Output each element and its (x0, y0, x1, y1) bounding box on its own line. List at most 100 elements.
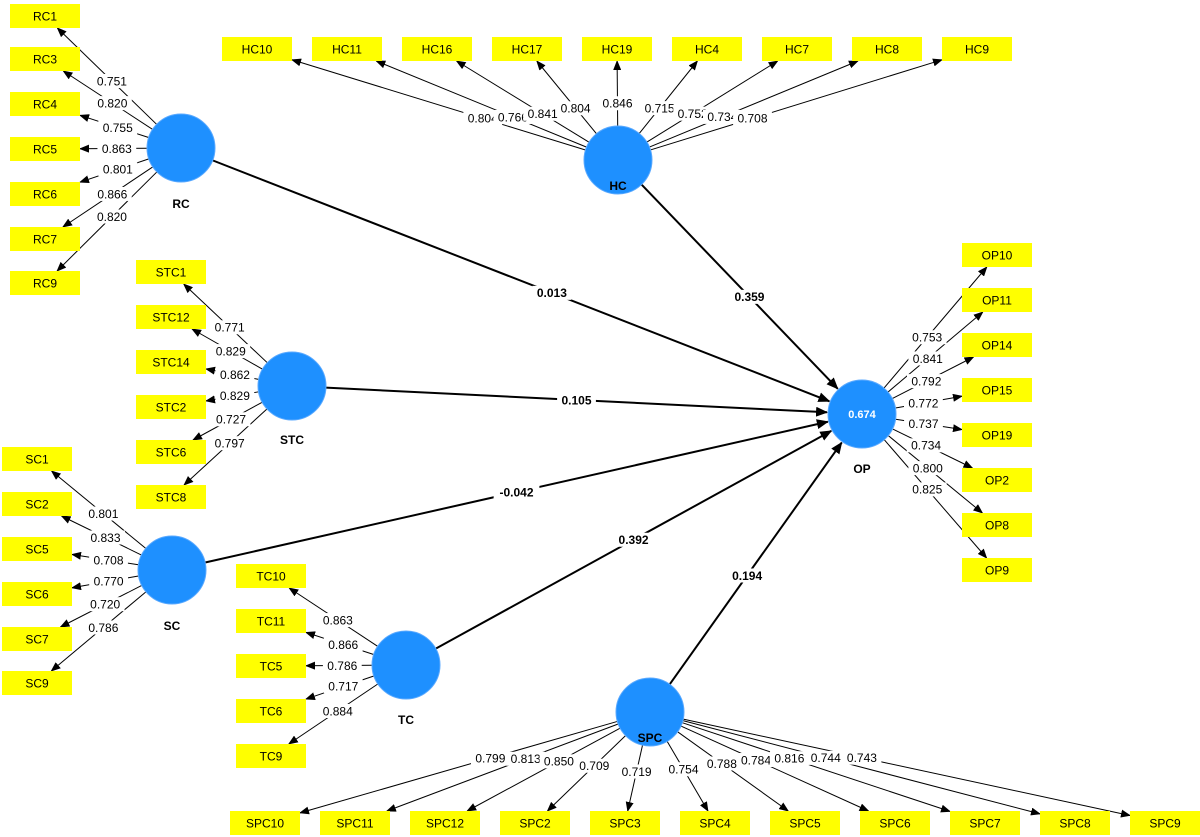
indicator-hc19[interactable]: HC19 (582, 37, 652, 61)
indicator-rc9[interactable]: RC9 (10, 271, 80, 295)
indicator-op19[interactable]: OP19 (962, 423, 1032, 447)
indicator-box[interactable] (492, 37, 562, 61)
indicator-tc9[interactable]: TC9 (236, 744, 306, 768)
indicator-box[interactable] (500, 811, 570, 835)
indicator-box[interactable] (10, 182, 80, 206)
indicator-stc8[interactable]: STC8 (136, 485, 206, 509)
indicator-box[interactable] (2, 537, 72, 561)
indicator-spc4[interactable]: SPC4 (680, 811, 750, 835)
construct-circle[interactable] (137, 535, 207, 605)
indicator-box[interactable] (136, 305, 206, 329)
indicator-hc10[interactable]: HC10 (222, 37, 292, 61)
indicator-rc6[interactable]: RC6 (10, 182, 80, 206)
indicator-spc9[interactable]: SPC9 (1130, 811, 1200, 835)
indicator-hc8[interactable]: HC8 (852, 37, 922, 61)
indicator-box[interactable] (236, 609, 306, 633)
indicator-box[interactable] (2, 582, 72, 606)
indicator-spc8[interactable]: SPC8 (1040, 811, 1110, 835)
indicator-box[interactable] (1040, 811, 1110, 835)
indicator-box[interactable] (136, 440, 206, 464)
indicator-box[interactable] (410, 811, 480, 835)
construct-circle[interactable] (257, 351, 327, 421)
indicator-hc17[interactable]: HC17 (492, 37, 562, 61)
indicator-box[interactable] (10, 47, 80, 71)
construct-circle[interactable] (827, 379, 897, 449)
indicator-box[interactable] (312, 37, 382, 61)
indicator-box[interactable] (590, 811, 660, 835)
indicator-rc7[interactable]: RC7 (10, 227, 80, 251)
indicator-box[interactable] (236, 654, 306, 678)
indicator-box[interactable] (680, 811, 750, 835)
indicator-stc6[interactable]: STC6 (136, 440, 206, 464)
indicator-sc7[interactable]: SC7 (2, 627, 72, 651)
indicator-box[interactable] (136, 350, 206, 374)
indicator-sc9[interactable]: SC9 (2, 671, 72, 695)
indicator-box[interactable] (230, 811, 300, 835)
indicator-spc10[interactable]: SPC10 (230, 811, 300, 835)
indicator-rc3[interactable]: RC3 (10, 47, 80, 71)
construct-hc[interactable]: HC (583, 125, 653, 195)
indicator-hc11[interactable]: HC11 (312, 37, 382, 61)
construct-circle[interactable] (583, 125, 653, 195)
indicator-spc7[interactable]: SPC7 (950, 811, 1020, 835)
indicator-op11[interactable]: OP11 (962, 288, 1032, 312)
indicator-box[interactable] (962, 513, 1032, 537)
indicator-spc11[interactable]: SPC11 (320, 811, 390, 835)
indicator-box[interactable] (136, 260, 206, 284)
indicator-box[interactable] (402, 37, 472, 61)
indicator-box[interactable] (860, 811, 930, 835)
indicator-box[interactable] (962, 243, 1032, 267)
indicator-rc4[interactable]: RC4 (10, 92, 80, 116)
indicator-box[interactable] (962, 288, 1032, 312)
indicator-box[interactable] (10, 227, 80, 251)
indicator-box[interactable] (962, 378, 1032, 402)
indicator-box[interactable] (2, 492, 72, 516)
indicator-box[interactable] (962, 423, 1032, 447)
indicator-tc5[interactable]: TC5 (236, 654, 306, 678)
indicator-box[interactable] (136, 485, 206, 509)
indicator-box[interactable] (672, 37, 742, 61)
indicator-box[interactable] (136, 395, 206, 419)
indicator-box[interactable] (1130, 811, 1200, 835)
indicator-box[interactable] (236, 699, 306, 723)
indicator-hc16[interactable]: HC16 (402, 37, 472, 61)
construct-spc[interactable]: SPC (615, 677, 685, 747)
indicator-box[interactable] (236, 744, 306, 768)
indicator-spc3[interactable]: SPC3 (590, 811, 660, 835)
indicator-op2[interactable]: OP2 (962, 468, 1032, 492)
indicator-spc5[interactable]: SPC5 (770, 811, 840, 835)
indicator-stc12[interactable]: STC12 (136, 305, 206, 329)
indicator-op14[interactable]: OP14 (962, 333, 1032, 357)
indicator-box[interactable] (10, 137, 80, 161)
indicator-box[interactable] (2, 447, 72, 471)
indicator-box[interactable] (10, 92, 80, 116)
indicator-box[interactable] (962, 468, 1032, 492)
construct-stc[interactable]: STC (257, 351, 327, 447)
indicator-box[interactable] (320, 811, 390, 835)
indicator-box[interactable] (950, 811, 1020, 835)
indicator-box[interactable] (582, 37, 652, 61)
indicator-stc14[interactable]: STC14 (136, 350, 206, 374)
indicator-spc12[interactable]: SPC12 (410, 811, 480, 835)
construct-rc[interactable]: RC (146, 113, 216, 211)
indicator-box[interactable] (2, 671, 72, 695)
indicator-hc4[interactable]: HC4 (672, 37, 742, 61)
construct-circle[interactable] (146, 113, 216, 183)
indicator-box[interactable] (962, 558, 1032, 582)
indicator-stc1[interactable]: STC1 (136, 260, 206, 284)
indicator-tc11[interactable]: TC11 (236, 609, 306, 633)
indicator-sc5[interactable]: SC5 (2, 537, 72, 561)
indicator-sc1[interactable]: SC1 (2, 447, 72, 471)
indicator-rc1[interactable]: RC1 (10, 4, 80, 28)
indicator-hc9[interactable]: HC9 (942, 37, 1012, 61)
construct-circle[interactable] (371, 630, 441, 700)
indicator-spc6[interactable]: SPC6 (860, 811, 930, 835)
indicator-rc5[interactable]: RC5 (10, 137, 80, 161)
indicator-op15[interactable]: OP15 (962, 378, 1032, 402)
indicator-box[interactable] (852, 37, 922, 61)
construct-circle[interactable] (615, 677, 685, 747)
indicator-tc10[interactable]: TC10 (236, 564, 306, 588)
indicator-op9[interactable]: OP9 (962, 558, 1032, 582)
indicator-op8[interactable]: OP8 (962, 513, 1032, 537)
